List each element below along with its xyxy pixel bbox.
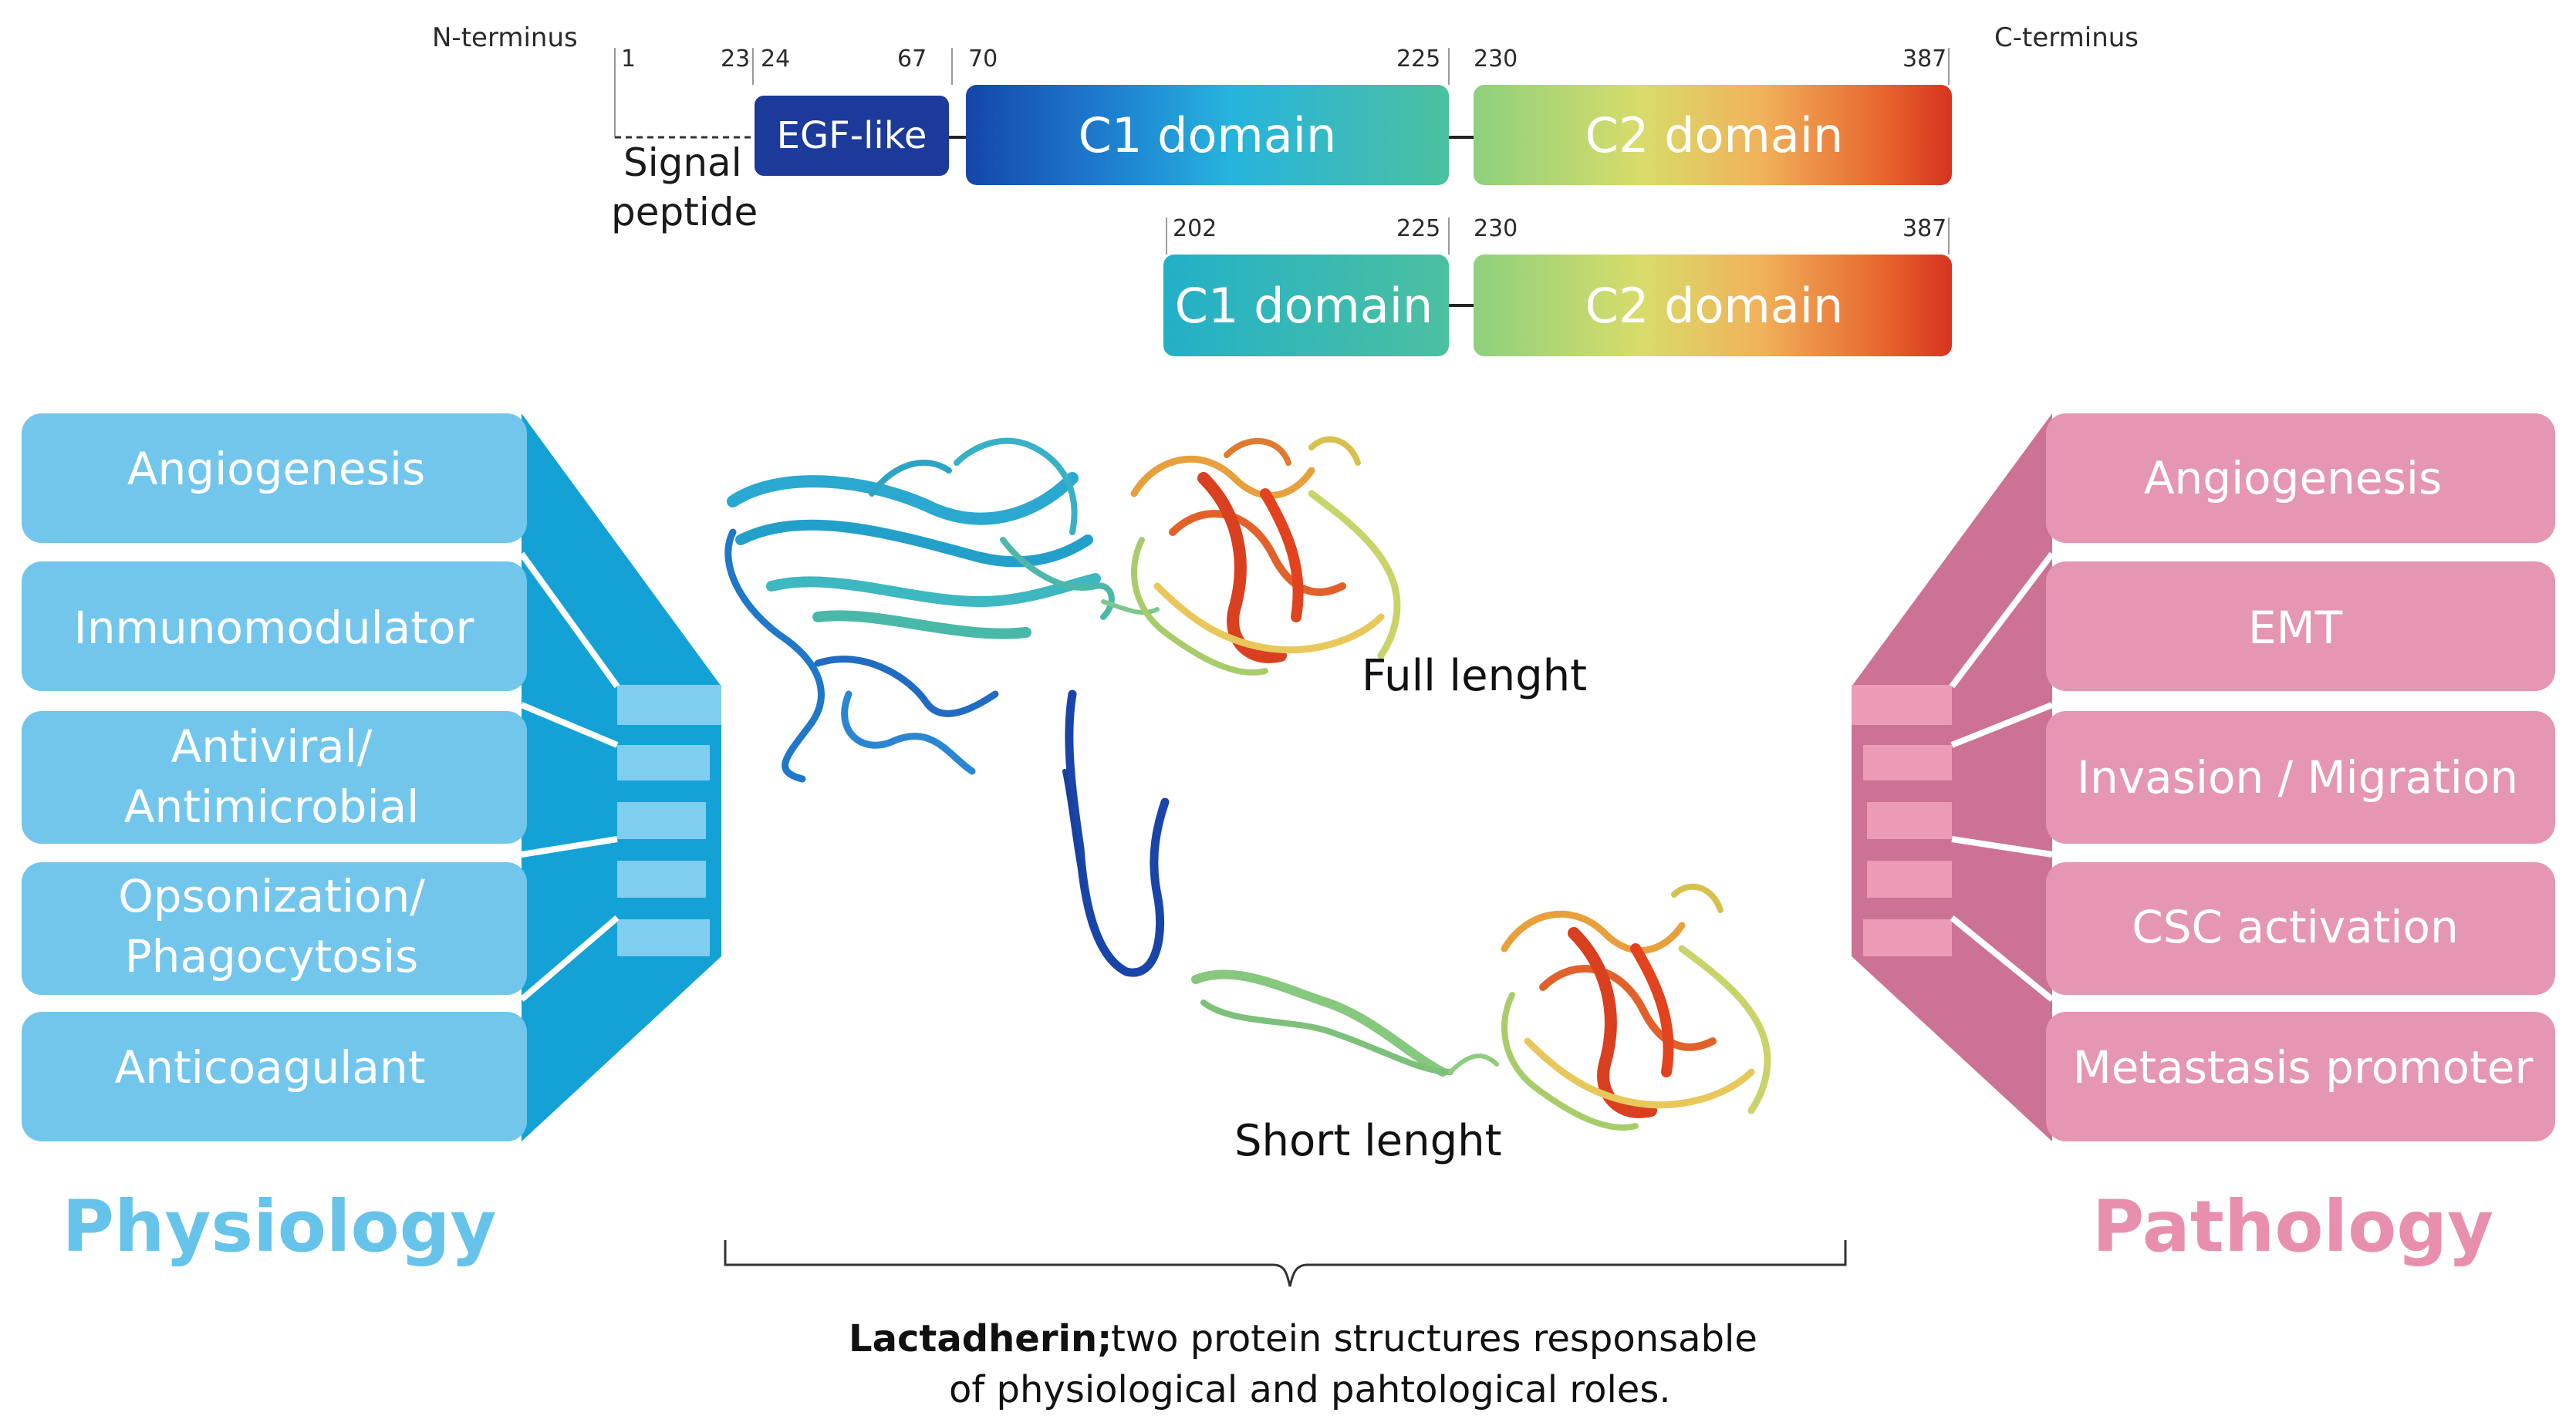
physiology-title: Physiology: [62, 1185, 497, 1268]
caption-line2: of physiological and pahtological roles.: [949, 1368, 1671, 1411]
physiology-item-opsonization-line1: Opsonization/: [118, 870, 425, 922]
physiology-item-antiviral-line1: Antiviral/: [171, 720, 373, 773]
c2-domain-short-label: C2 domain: [1585, 278, 1844, 334]
physiology-box-antiviral: [22, 711, 527, 844]
pos-202: 202: [1173, 215, 1217, 242]
pos-23: 23: [721, 46, 750, 72]
short-position-ticks: [1166, 217, 1950, 255]
c1-domain-short-label: C1 domain: [1175, 278, 1433, 334]
pathology-item-angiogenesis: Angiogenesis: [2144, 452, 2442, 504]
domain-map: N-terminus C-terminus 1 23 24 67 70 225 …: [432, 22, 2139, 356]
pathology-box-invasion: [2046, 711, 2555, 844]
egf-like-label: EGF-like: [777, 114, 927, 157]
physiology-box-anticoagulant: [22, 1012, 527, 1141]
pos-1: 1: [621, 46, 636, 72]
c2-domain-full: [1474, 85, 1952, 185]
c2-domain-short: [1474, 255, 1952, 356]
physiology-item-opsonization-line2: Phagocytosis: [125, 930, 419, 983]
pathology-panel: Angiogenesis EMT Invasion / Migration CS…: [1852, 413, 2555, 1268]
c1-domain-short: [1163, 255, 1449, 356]
full-position-ticks: [614, 48, 1950, 137]
c1-domain-full: [966, 85, 1449, 185]
pathology-box-csc: [2046, 862, 2555, 995]
pos-70: 70: [968, 46, 998, 72]
egf-like-domain: [755, 96, 949, 176]
c1-domain-full-label: C1 domain: [1079, 107, 1337, 164]
pos-387: 387: [1902, 46, 1946, 72]
pathology-box-angiogenesis: [2046, 413, 2555, 543]
pos-387-short: 387: [1902, 215, 1946, 242]
c-terminus-label: C-terminus: [1994, 22, 2139, 53]
pos-225: 225: [1396, 46, 1440, 72]
pathology-stubs: [1852, 685, 1952, 956]
physiology-panel: Angiogenesis Inmunomodulator Antiviral/ …: [22, 413, 721, 1268]
caption-bold: Lactadherin;: [849, 1317, 1112, 1360]
pathology-box-metastasis: [2046, 1012, 2555, 1141]
physiology-item-inmunomodulator: Inmunomodulator: [74, 602, 474, 654]
full-length-structure: [724, 436, 1401, 977]
pathology-item-metastasis: Metastasis promoter: [2073, 1041, 2534, 1094]
pathology-box-emt: [2046, 561, 2555, 691]
physiology-item-antiviral-line2: Antimicrobial: [124, 780, 419, 833]
caption-line1: two protein structures responsable: [1111, 1317, 1757, 1360]
pathology-item-csc: CSC activation: [2132, 901, 2459, 953]
full-length-label: Full lenght: [1362, 651, 1587, 701]
short-length-structure: [1191, 883, 1771, 1131]
physiology-stubs: [617, 685, 721, 956]
brace: [724, 1240, 1847, 1287]
pathology-item-invasion: Invasion / Migration: [2077, 751, 2518, 804]
pos-230-short: 230: [1474, 215, 1518, 242]
pathology-bevels: [1949, 551, 2055, 1003]
pos-230: 230: [1474, 46, 1518, 72]
pathology-item-emt: EMT: [2248, 602, 2343, 654]
physiology-box-inmunomodulator: [22, 561, 527, 691]
physiology-box-opsonization: [22, 862, 527, 995]
signal-peptide-label-1: Signal: [623, 140, 742, 185]
pos-225-short: 225: [1396, 215, 1440, 242]
signal-peptide-label-2: peptide: [611, 190, 758, 234]
pathology-title: Pathology: [2092, 1185, 2493, 1268]
physiology-bevels: [518, 551, 620, 1003]
pos-24: 24: [761, 46, 790, 72]
c2-domain-full-label: C2 domain: [1585, 107, 1844, 164]
physiology-box-angiogenesis: [22, 413, 527, 543]
physiology-item-angiogenesis: Angiogenesis: [127, 443, 425, 495]
n-terminus-label: N-terminus: [432, 22, 578, 53]
short-length-label: Short lenght: [1234, 1116, 1502, 1166]
pos-67: 67: [897, 46, 927, 72]
physiology-item-anticoagulant: Anticoagulant: [115, 1041, 426, 1094]
